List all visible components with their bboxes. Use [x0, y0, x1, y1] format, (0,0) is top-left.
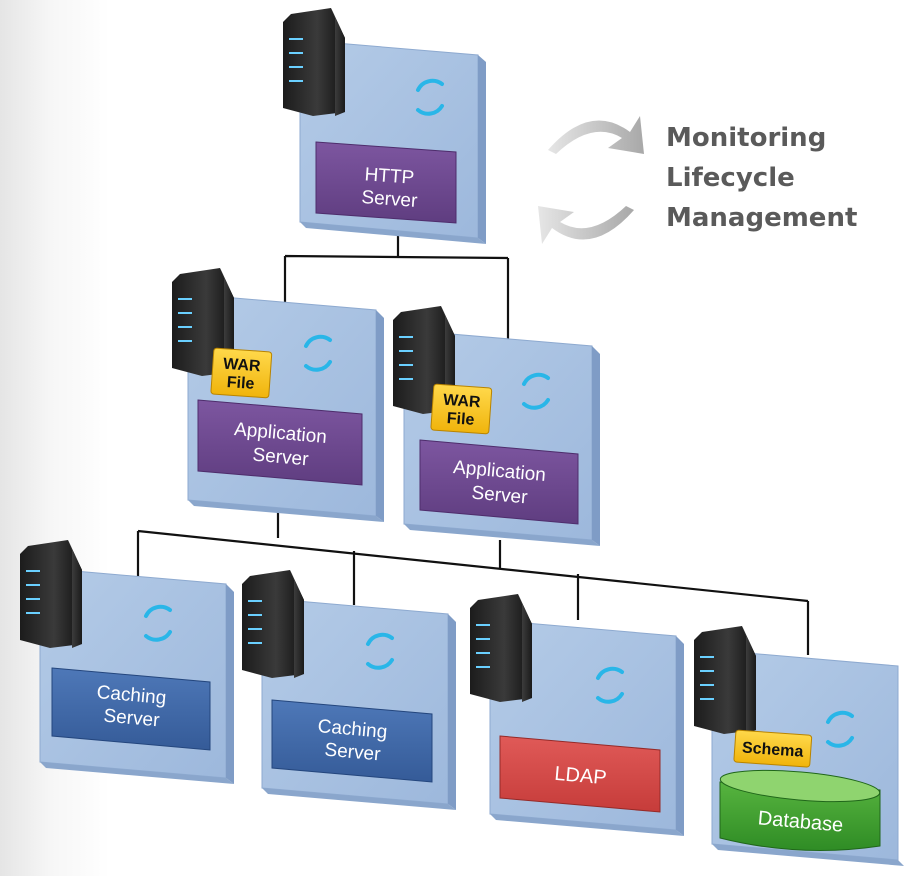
cache1-label-2: Server — [103, 706, 161, 732]
cycle-arrows-icon — [596, 666, 624, 704]
http-label-1: HTTP — [364, 164, 415, 188]
cycle-arrows-icon — [144, 604, 172, 642]
label-monitoring: Monitoring — [666, 123, 827, 153]
node-database: Schema Database — [694, 626, 904, 866]
cycle-arrows-icon — [366, 632, 394, 670]
application-server-box-2: Application Server — [419, 439, 579, 525]
server-rack-icon — [242, 570, 304, 678]
war-file-badge: WAR File — [430, 383, 493, 435]
label-lifecycle: Lifecycle — [666, 163, 795, 193]
caching-server-box-1: Caching Server — [51, 667, 211, 751]
schema-badge-label: Schema — [741, 739, 804, 760]
war-badge-line1: WAR — [223, 356, 262, 376]
server-rack-icon — [694, 626, 756, 734]
server-rack-icon — [470, 594, 532, 702]
monitoring-lifecycle-label: Monitoring Lifecycle Management — [666, 118, 857, 238]
schema-badge: Schema — [733, 729, 813, 768]
ldap-label: LDAP — [554, 763, 608, 789]
cache2-label-2: Server — [324, 740, 382, 766]
server-rack-icon — [20, 540, 82, 648]
server-rack-icon — [283, 8, 345, 116]
node-caching-server-2: Caching Server — [242, 570, 456, 810]
node-caching-server-1: Caching Server — [20, 540, 234, 784]
war-file-badge: WAR File — [210, 347, 273, 399]
war-badge-line1: WAR — [443, 392, 482, 412]
http-label-2: Server — [361, 187, 419, 212]
node-application-server-2: WAR File Application Server — [393, 306, 600, 546]
node-ldap: LDAP — [470, 594, 684, 836]
database-cylinder: Database — [719, 769, 881, 851]
node-http-server: HTTP Server — [283, 8, 486, 244]
connector-http-to-app — [283, 218, 510, 340]
connector-app-to-backend — [136, 505, 810, 655]
cycle-arrows-icon — [304, 334, 332, 372]
app1-label-2: Server — [252, 445, 310, 471]
label-management: Management — [666, 203, 858, 233]
cycle-arrows-icon — [522, 372, 550, 410]
http-server-box: HTTP Server — [315, 141, 457, 224]
ldap-box: LDAP — [499, 735, 661, 813]
cycle-arrows-icon — [416, 78, 444, 116]
caching-server-box-2: Caching Server — [271, 699, 433, 783]
war-badge-line2: File — [446, 410, 475, 429]
connector-lines — [136, 218, 810, 655]
cycle-arrows-icon — [826, 710, 854, 748]
war-badge-line2: File — [226, 374, 255, 393]
application-server-box-1: Application Server — [197, 399, 363, 486]
gray-cycle-arrows-icon — [538, 116, 644, 244]
app2-label-2: Server — [471, 483, 529, 509]
node-application-server-1: WAR File Application Server — [172, 268, 384, 522]
